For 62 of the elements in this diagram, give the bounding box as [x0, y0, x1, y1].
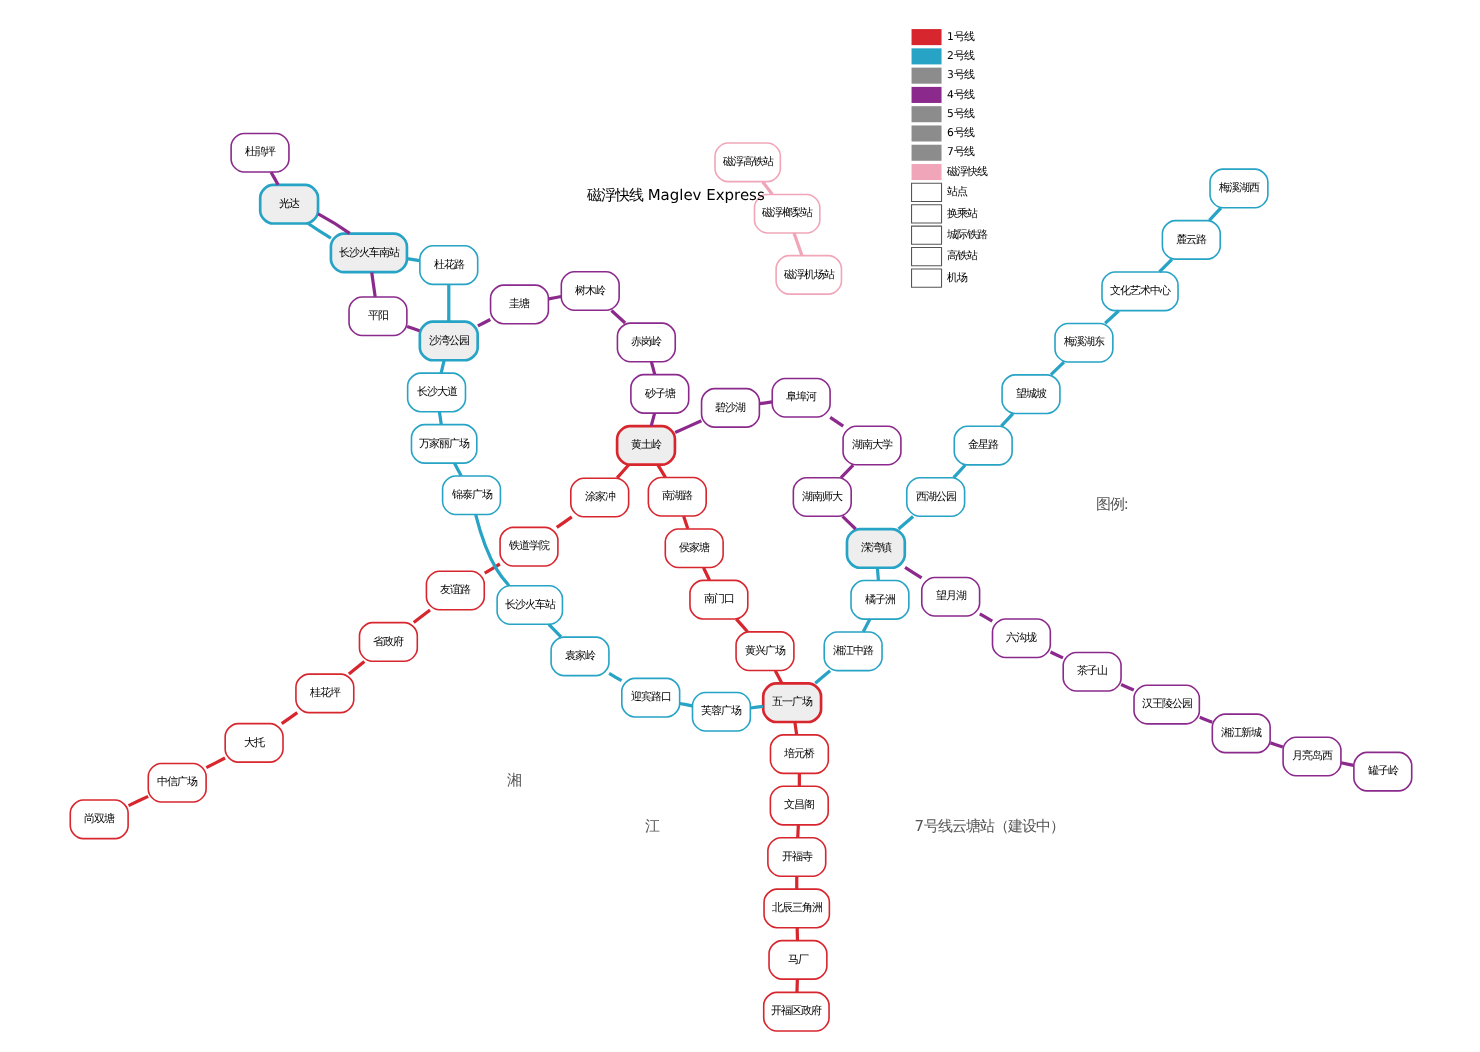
connector — [681, 515, 689, 530]
connector — [609, 309, 626, 325]
connector — [838, 463, 854, 479]
connector — [734, 618, 748, 633]
connector — [896, 515, 914, 531]
connector — [648, 412, 656, 427]
connector — [648, 361, 656, 375]
connector — [405, 324, 420, 333]
connector — [791, 232, 803, 256]
connector — [977, 612, 993, 623]
connector — [346, 660, 365, 676]
connector — [1207, 206, 1222, 222]
connector — [794, 979, 798, 993]
connector — [614, 463, 629, 479]
connector — [446, 284, 450, 322]
connector — [673, 419, 702, 434]
connector — [547, 294, 561, 301]
connector — [476, 318, 491, 328]
connector — [316, 212, 350, 235]
connector — [438, 360, 445, 374]
connector — [792, 721, 798, 735]
connector — [1103, 309, 1119, 325]
connector — [655, 463, 666, 479]
connector — [1157, 258, 1173, 273]
connector — [436, 411, 442, 425]
connector — [749, 704, 763, 710]
connector — [279, 711, 298, 725]
connector — [554, 515, 572, 529]
connector — [1119, 683, 1134, 692]
connector — [860, 618, 871, 633]
connector — [1048, 650, 1063, 660]
connector — [1339, 761, 1353, 767]
connector — [411, 608, 430, 624]
connector — [903, 565, 922, 580]
connector — [760, 180, 773, 196]
connector — [813, 669, 831, 685]
connector — [607, 672, 622, 683]
connector — [701, 567, 710, 581]
connector — [546, 623, 562, 639]
connector — [999, 412, 1014, 428]
connector — [874, 567, 879, 581]
connector — [772, 669, 783, 684]
connector — [369, 272, 376, 298]
connector — [126, 794, 148, 808]
connector — [678, 701, 692, 708]
connector — [1048, 361, 1065, 376]
connector — [796, 773, 800, 787]
connector — [951, 463, 966, 479]
connector — [306, 222, 331, 240]
connector — [840, 515, 856, 531]
connector — [473, 514, 510, 587]
connector — [794, 927, 799, 941]
connector — [795, 824, 799, 838]
connector — [204, 756, 225, 770]
connector — [758, 400, 772, 406]
connector — [828, 416, 844, 428]
connector — [794, 876, 798, 889]
connector — [1198, 715, 1212, 724]
connector — [452, 462, 462, 477]
connector — [268, 171, 279, 186]
connector — [405, 257, 419, 263]
connector — [1268, 741, 1283, 749]
